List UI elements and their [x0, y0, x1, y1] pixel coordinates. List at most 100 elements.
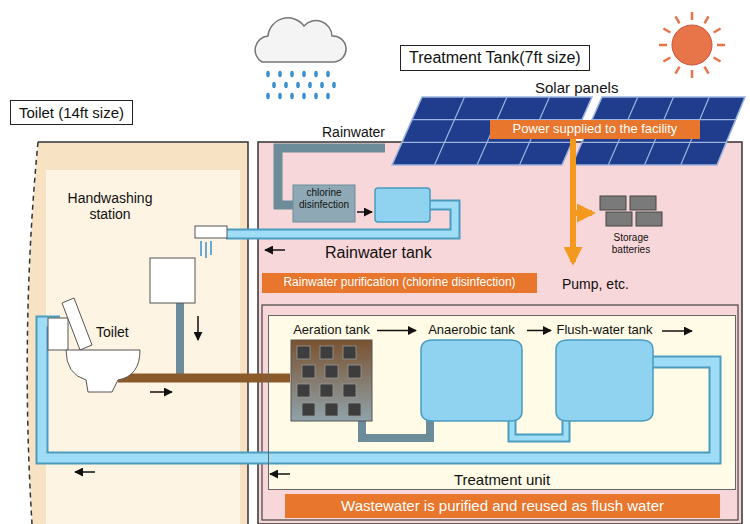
- sun-ray: [663, 58, 670, 62]
- rain-drop: [290, 93, 294, 99]
- tank-body: [554, 338, 655, 423]
- flow-arrow: [377, 330, 416, 332]
- part-label: Toilet: [96, 324, 129, 340]
- filter-media: [320, 346, 333, 359]
- sun-ray: [717, 44, 725, 47]
- storage-batteries: [600, 196, 662, 226]
- caption-band: Wastewater is purified and reused as flu…: [285, 494, 720, 518]
- caption-band: Power supplied to the facility: [490, 120, 700, 139]
- rain-drop: [278, 71, 282, 77]
- sun-rays: [659, 12, 725, 78]
- rain-drop: [278, 93, 282, 99]
- filter-media: [302, 403, 315, 416]
- transfer-pipe: [512, 420, 566, 438]
- rain-drop: [266, 71, 270, 77]
- toilet-tank: [48, 318, 68, 350]
- panel-cell-line: [402, 142, 572, 143]
- sun-ray: [659, 44, 667, 47]
- rain-drop: [302, 93, 306, 99]
- part-label: chlorine disinfection: [293, 187, 355, 210]
- part-label: Storage batteries: [600, 232, 662, 255]
- flush-pipe-outline: [42, 322, 715, 458]
- rain-drop: [296, 82, 300, 88]
- sun: [672, 25, 712, 65]
- rain-drop: [272, 82, 276, 88]
- filter-media: [325, 403, 338, 416]
- rain-drop: [290, 71, 294, 77]
- rain-drop: [314, 93, 318, 99]
- title-box: Treatment Tank(7ft size): [400, 45, 590, 71]
- part-label: Solar panels: [535, 79, 618, 96]
- toilet-room: [46, 170, 240, 524]
- caption-band: Rainwater purification (chlorine disinfe…: [262, 273, 537, 293]
- filter-media: [320, 384, 333, 397]
- panel-cell-line: [582, 142, 726, 143]
- rain-drop: [302, 71, 306, 77]
- filter-media: [348, 403, 361, 416]
- aeration-tank-body: [291, 340, 372, 421]
- sewage-pipe: [118, 374, 290, 383]
- flow-arrow: [357, 211, 372, 213]
- node-text: Toilet (14ft size): [19, 104, 124, 121]
- node-text: Treatment Tank(7ft size): [409, 49, 581, 67]
- water-tank-body: [556, 340, 653, 421]
- rain-drop: [326, 93, 330, 99]
- drain-pipe: [176, 303, 184, 374]
- part-label: Rainwater: [322, 124, 385, 140]
- flow-arrow: [662, 330, 692, 332]
- flush-pipe: [42, 322, 715, 458]
- region-label: Treatment unit: [454, 471, 550, 488]
- panel-grid: [402, 97, 736, 165]
- filter-media: [343, 384, 356, 397]
- tank-box: Flush-water tank: [554, 322, 655, 423]
- flow-arrow: [75, 471, 95, 473]
- treatment-region: Aeration tankAnaerobic tankFlush-water t…: [268, 315, 736, 490]
- sun-ray: [691, 70, 694, 78]
- transfer-pipe: [512, 420, 566, 438]
- rain-drop: [320, 82, 324, 88]
- filter-media: [348, 365, 361, 378]
- filter-media: [297, 384, 310, 397]
- faucet: [195, 226, 227, 238]
- title-box: Toilet (14ft size): [10, 100, 133, 125]
- power-arrow: [573, 210, 592, 216]
- toilet-lid: [62, 298, 92, 350]
- flow-arrow: [270, 473, 290, 475]
- water-tank-body: [421, 340, 522, 421]
- flow-arrow: [197, 316, 199, 340]
- filter-media: [325, 365, 338, 378]
- rain-drops: [266, 71, 336, 99]
- sun-ray: [676, 67, 680, 74]
- sink: [150, 258, 195, 303]
- flow-arrow: [150, 391, 172, 393]
- filter-media: [302, 365, 315, 378]
- treatment-building: [258, 142, 742, 524]
- toilet-building: [27, 142, 248, 524]
- node-text: Power supplied to the facility: [513, 122, 678, 137]
- transfer-pipe: [362, 420, 430, 438]
- chlorine-box: [293, 185, 355, 222]
- rain-drop: [308, 82, 312, 88]
- node-text: Wastewater is purified and reused as flu…: [341, 497, 664, 514]
- sun-ray: [705, 16, 709, 23]
- tank-heading: Aeration tank: [293, 323, 370, 338]
- part-label: Rainwater tank: [325, 244, 432, 262]
- filter-media: [297, 346, 310, 359]
- tank-body: [419, 338, 524, 423]
- tank-box: Aeration tank: [289, 322, 374, 423]
- filter-media: [343, 346, 356, 359]
- flow-arrow: [527, 330, 551, 332]
- node-text: Rainwater purification (chlorine disinfe…: [283, 276, 515, 290]
- sun-ray: [691, 12, 694, 20]
- part-label: Pump, etc.: [562, 276, 629, 292]
- rain-drop: [266, 93, 270, 99]
- sun-ray: [705, 67, 709, 74]
- lower-compartment: [262, 305, 738, 520]
- sun-ray: [676, 16, 680, 23]
- tank-body: [289, 338, 374, 423]
- power-arrow: [570, 139, 576, 262]
- sun-ray: [714, 29, 721, 33]
- water-stream: [201, 241, 211, 258]
